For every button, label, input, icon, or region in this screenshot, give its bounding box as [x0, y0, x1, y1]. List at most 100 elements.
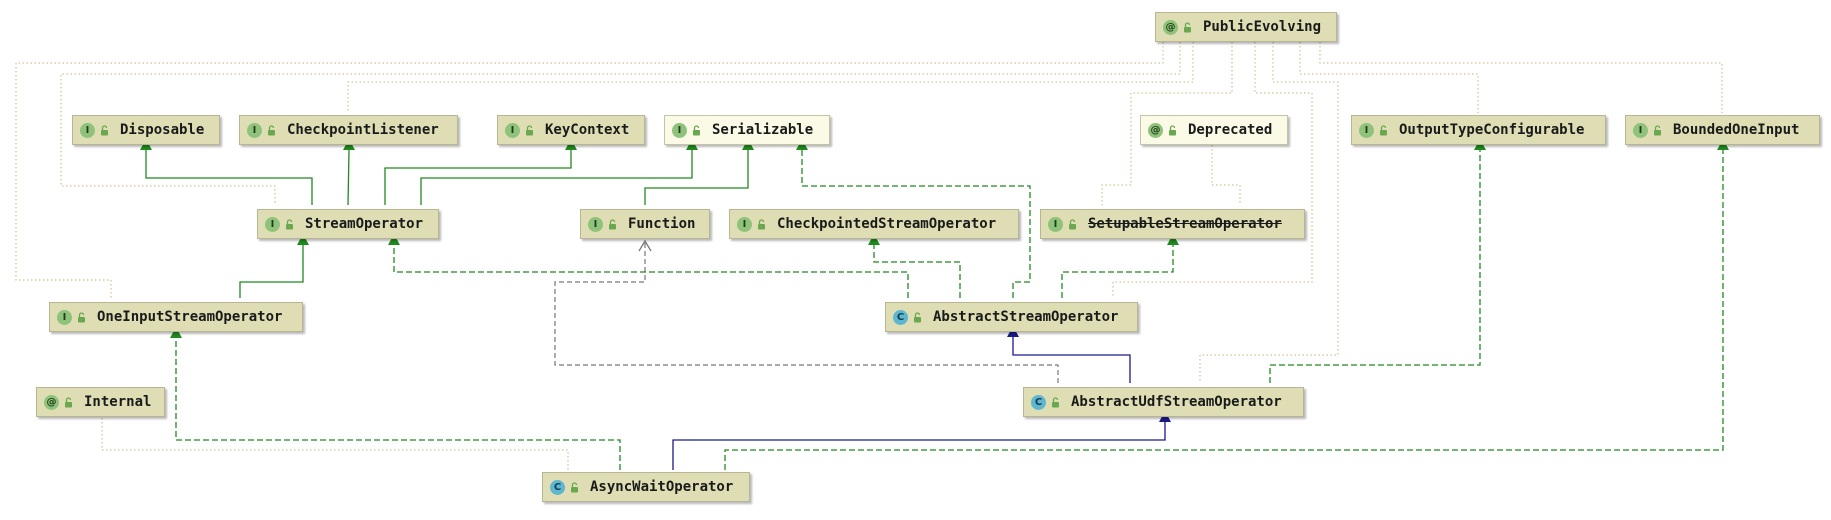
node-label: SetupableStreamOperator [1088, 216, 1282, 232]
node-label: StreamOperator [305, 216, 424, 232]
edge-publicevolving-streamoperator [60, 42, 1181, 205]
annotation-edges [15, 42, 1723, 470]
edge-oneinputstreamoperator-streamoperator [239, 234, 309, 298]
public-access-icon [285, 218, 294, 230]
node-label: KeyContext [545, 122, 630, 138]
node-checkpointed-stream-operator[interactable]: I CheckpointedStreamOperator [729, 209, 1019, 239]
public-access-icon [1183, 21, 1192, 33]
public-access-icon [757, 218, 766, 230]
interface-icon: I [1633, 122, 1648, 138]
node-label: Serializable [712, 122, 814, 138]
interface-icon: I [1048, 216, 1063, 232]
annotation-type-icon: @ [1163, 19, 1178, 35]
extends-class-edges [672, 326, 1171, 470]
public-access-icon [267, 124, 276, 136]
edge-internal-asyncwaitoperator [101, 418, 569, 470]
edge-abstractstreamoperator-streamoperator [388, 234, 909, 298]
edge-publicevolving-boundedoneinput [1319, 42, 1723, 113]
node-label: Deprecated [1188, 122, 1273, 138]
node-function[interactable]: I Function [580, 209, 710, 239]
node-key-context[interactable]: I KeyContext [497, 115, 645, 145]
public-access-icon [608, 218, 617, 230]
node-bounded-one-input[interactable]: I BoundedOneInput [1625, 115, 1820, 145]
node-stream-operator[interactable]: I StreamOperator [257, 209, 439, 239]
node-label: AsyncWaitOperator [590, 479, 734, 495]
class-icon: C [893, 309, 908, 325]
edge-streamoperator-disposable [140, 139, 313, 205]
public-access-icon [1168, 124, 1177, 136]
edge-publicevolving-outputtypeconfigurable [1299, 42, 1479, 113]
node-label: OneInputStreamOperator [97, 309, 283, 325]
interface-icon: I [247, 122, 262, 138]
edge-abstractudfstreamoperator-abstractstreamoperator [1007, 326, 1131, 383]
interface-icon: I [80, 122, 95, 138]
edge-asyncwaitoperator-boundedoneinput [724, 139, 1729, 470]
node-public-evolving[interactable]: @ PublicEvolving [1155, 12, 1337, 42]
edge-streamoperator-keycontext [384, 139, 577, 205]
edge-abstractstreamoperator-checkpointedstreamoperator [868, 234, 961, 298]
edge-streamoperator-checkpointlistener [343, 139, 355, 206]
node-abstract-stream-operator[interactable]: C AbstractStreamOperator [885, 302, 1138, 332]
annotation-type-icon: @ [1148, 122, 1163, 138]
public-access-icon [100, 124, 109, 136]
edge-streamoperator-serializable [420, 139, 698, 205]
interface-icon: I [57, 309, 72, 325]
node-label: BoundedOneInput [1673, 122, 1800, 138]
interface-icon: I [672, 122, 687, 138]
edge-deprecated-setupablestreamoperator [1211, 145, 1241, 205]
dependency-edges [554, 243, 1059, 383]
node-internal[interactable]: @ Internal [36, 387, 165, 417]
edge-publicevolving-checkpointlistener [347, 42, 1194, 113]
node-serializable[interactable]: I Serializable [664, 115, 830, 145]
node-label: PublicEvolving [1203, 19, 1322, 35]
edge-abstractudfstreamoperator-function [554, 243, 1059, 383]
edge-asyncwaitoperator-oneinputstreamoperator [170, 327, 621, 470]
edge-abstractstreamoperator-serializable [796, 139, 1031, 298]
public-access-icon [570, 481, 579, 493]
node-label: Function [628, 216, 696, 232]
annotation-type-icon: @ [44, 394, 59, 410]
interface-icon: I [588, 216, 603, 232]
public-access-icon [1653, 124, 1662, 136]
node-setupable-stream-operator[interactable]: I SetupableStreamOperator [1040, 209, 1305, 239]
class-icon: C [1031, 394, 1046, 410]
edge-abstractudfstreamoperator-outputtypeconfigurable [1269, 139, 1486, 383]
node-label: Internal [84, 394, 152, 410]
node-output-type-configurable[interactable]: I OutputTypeConfigurable [1351, 115, 1606, 145]
node-async-wait-operator[interactable]: C AsyncWaitOperator [542, 472, 750, 502]
node-label: AbstractStreamOperator [933, 309, 1119, 325]
public-access-icon [525, 124, 534, 136]
interface-icon: I [1359, 122, 1374, 138]
extends-interface-edges [140, 139, 754, 298]
public-access-icon [1379, 124, 1388, 136]
node-one-input-stream-operator[interactable]: I OneInputStreamOperator [49, 302, 303, 332]
node-disposable[interactable]: I Disposable [72, 115, 220, 145]
node-label: CheckpointListener [287, 122, 439, 138]
dependency-open-arrowhead [638, 239, 652, 252]
public-access-icon [1051, 396, 1060, 408]
node-label: CheckpointedStreamOperator [777, 216, 997, 232]
edge-publicevolving-oneinputstreamoperator [15, 42, 1164, 298]
edge-abstractstreamoperator-setupablestreamoperator [1061, 234, 1179, 298]
edge-function-serializable [644, 139, 754, 205]
public-access-icon [913, 311, 922, 323]
edge-asyncwaitoperator-abstractudfstreamoperator [672, 411, 1171, 470]
implements-edges [170, 139, 1729, 470]
interface-icon: I [505, 122, 520, 138]
public-access-icon [692, 124, 701, 136]
interface-icon: I [265, 216, 280, 232]
public-access-icon [77, 311, 86, 323]
public-access-icon [1068, 218, 1077, 230]
node-label: Disposable [120, 122, 205, 138]
public-access-icon [64, 396, 73, 408]
edge-publicevolving-setupablestreamoperator [1101, 42, 1233, 205]
edge-publicevolving-abstractudfstreamoperator [1199, 42, 1339, 383]
node-checkpoint-listener[interactable]: I CheckpointListener [239, 115, 458, 145]
node-deprecated[interactable]: @ Deprecated [1140, 115, 1288, 145]
class-icon: C [550, 479, 565, 495]
node-label: AbstractUdfStreamOperator [1071, 394, 1282, 410]
node-abstract-udf-stream-operator[interactable]: C AbstractUdfStreamOperator [1023, 387, 1304, 417]
interface-icon: I [737, 216, 752, 232]
node-label: OutputTypeConfigurable [1399, 122, 1585, 138]
